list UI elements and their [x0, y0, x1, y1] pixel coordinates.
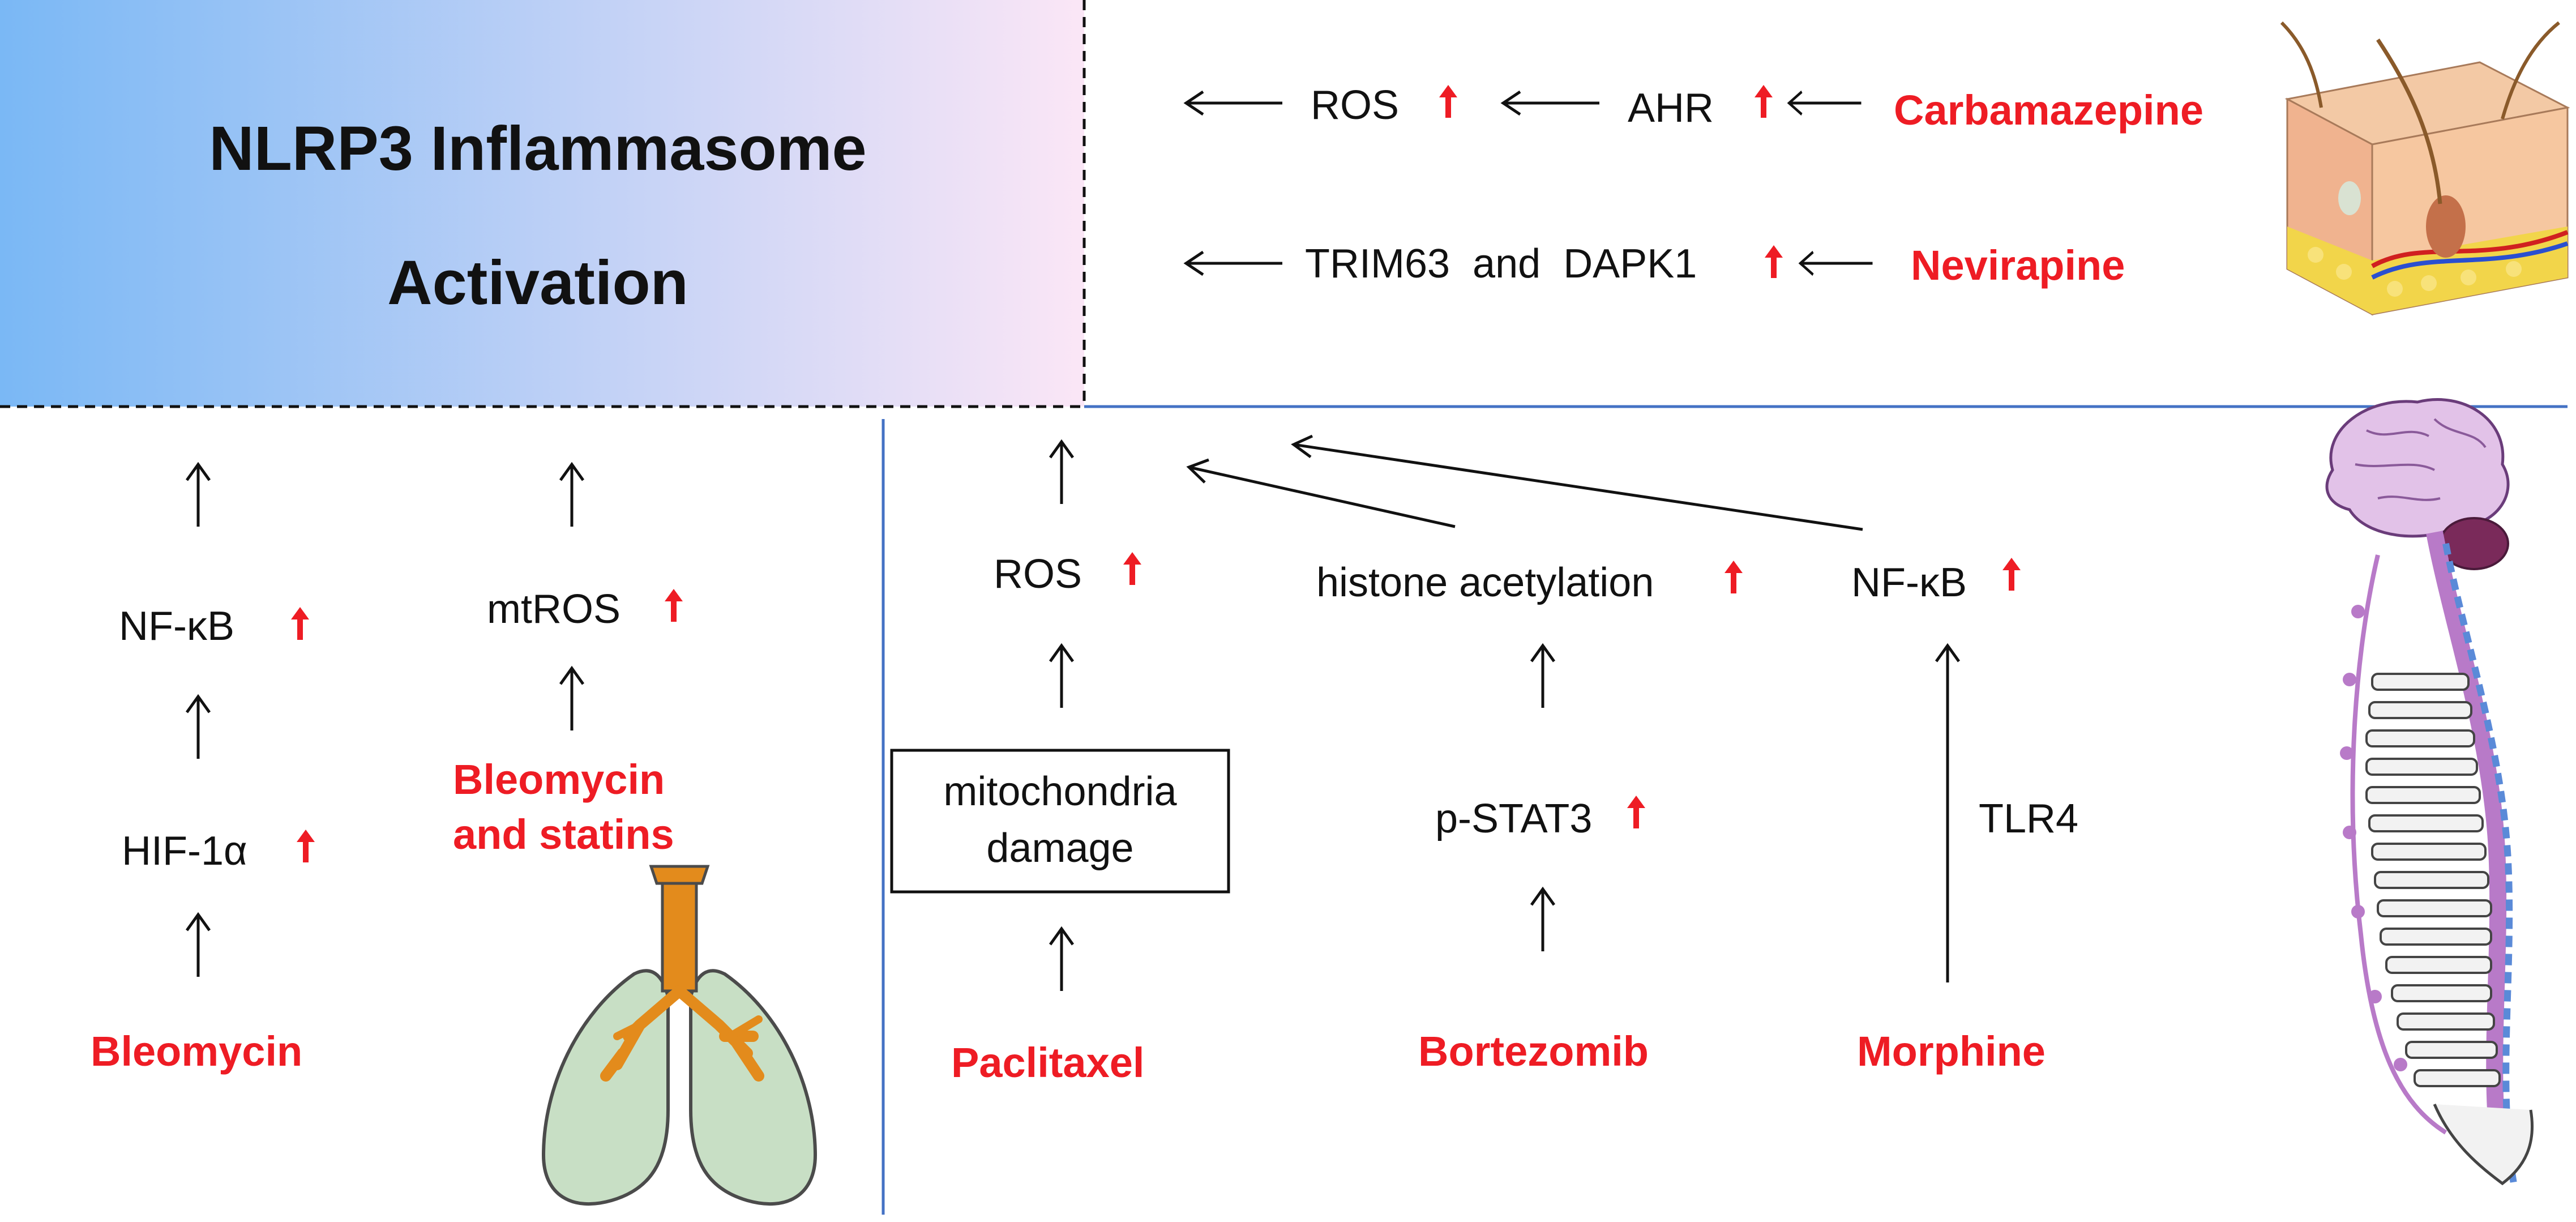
- increase-arrow-icon: [1439, 85, 1457, 118]
- node-hif1a: HIF-1α: [122, 828, 247, 874]
- node-ros-paclitaxel: ROS: [994, 552, 1082, 597]
- arrow-histone-to-nlrp3: [1188, 465, 1456, 528]
- arrow-up-mito-to-ros: [1050, 646, 1073, 708]
- arrow-nfkb-to-nlrp3: [1293, 443, 1863, 531]
- drug-nevirapine: Nevirapine: [1911, 242, 2125, 289]
- header-panel: [0, 0, 1084, 407]
- arrow-left-ros-to-nlrp3: [1186, 92, 1282, 114]
- arrow-up-bleomycin-to-hif: [187, 915, 209, 977]
- mitochondria-damage-box: [890, 749, 1230, 894]
- arrow-left-nevirapine-to-trim63: [1800, 252, 1873, 275]
- node-ahr: AHR: [1628, 86, 1714, 131]
- drug-bortezomib: Bortezomib: [1418, 1028, 1649, 1075]
- arrow-up-nfkb-to-nlrp3: [187, 464, 209, 527]
- arrow-up-mtros-to-nlrp3: [560, 464, 583, 527]
- arrow-up-pstat3-to-histone: [1531, 646, 1554, 708]
- increase-arrow-icon: [291, 607, 309, 640]
- node-nfkb-lung: NF-κB: [119, 604, 234, 649]
- drug-morphine: Morphine: [1857, 1028, 2046, 1075]
- title-line-2: Activation: [387, 248, 688, 318]
- drug-bleomycin-statins-line2: and statins: [453, 811, 674, 858]
- lungs-illustration-icon: [541, 865, 818, 1206]
- arrow-up-bortezomib-to-pstat3: [1531, 889, 1554, 951]
- increase-arrow-icon: [1123, 552, 1141, 585]
- node-mtros: mtROS: [487, 587, 621, 632]
- arrow-up-paclitaxel-to-mito: [1050, 929, 1073, 991]
- node-histone-acetylation: histone acetylation: [1316, 560, 1654, 605]
- drug-carbamazepine: Carbamazepine: [1894, 87, 2203, 134]
- mitochondria-box-line1: mitochondria: [943, 769, 1177, 814]
- arrow-left-carbamazepine-to-ahr: [1789, 92, 1862, 114]
- node-ros-skin: ROS: [1311, 83, 1400, 128]
- node-nfkb-morphine: NF-κB: [1851, 560, 1967, 605]
- arrow-left-trim63-to-nlrp3: [1186, 252, 1282, 275]
- increase-arrow-icon: [297, 830, 315, 862]
- drug-bleomycin-statins-line1: Bleomycin: [453, 756, 665, 803]
- drug-paclitaxel: Paclitaxel: [951, 1039, 1145, 1086]
- increase-arrow-icon: [665, 589, 683, 622]
- node-tlr4: TLR4: [1979, 796, 2079, 841]
- skin-illustration-icon: [2280, 21, 2570, 316]
- increase-arrow-icon: [1755, 85, 1773, 118]
- nervous-system-illustration-icon: [2325, 398, 2534, 1186]
- title-line-1: NLRP3 Inflammasome: [209, 114, 867, 183]
- arrow-left-ahr-to-ros: [1503, 92, 1599, 114]
- increase-arrow-icon: [2002, 558, 2021, 591]
- increase-arrow-icon: [1725, 561, 1743, 593]
- increase-arrow-icon: [1765, 245, 1783, 278]
- arrow-up-bleomycin-statins-to-mtros: [560, 668, 583, 730]
- arrow-up-hif-to-nfkb: [187, 697, 209, 759]
- mitochondria-box-line2: damage: [986, 826, 1134, 871]
- node-pstat3: p-STAT3: [1435, 796, 1593, 841]
- increase-arrow-icon: [1627, 796, 1645, 828]
- node-trim63-dapk1: TRIM63 and DAPK1: [1305, 241, 1697, 287]
- drug-bleomycin: Bleomycin: [91, 1028, 303, 1075]
- arrow-up-ros-to-nlrp3: [1050, 442, 1073, 504]
